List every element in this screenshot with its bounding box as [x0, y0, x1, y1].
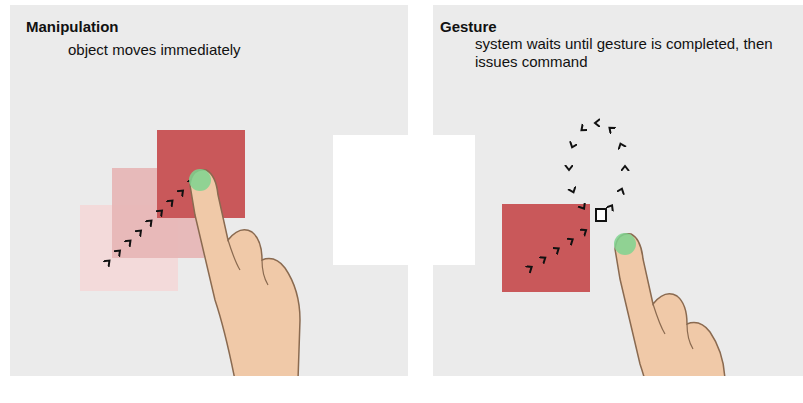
panel: Gesturesystem waits until gesture is com… [433, 5, 803, 376]
hand [190, 170, 300, 376]
panel-heading: Gesture [440, 18, 497, 36]
panel-heading: Manipulation [26, 18, 119, 36]
hand [615, 234, 725, 376]
touch-point [614, 233, 636, 255]
panel-caption: object moves immediately [68, 41, 241, 59]
touch-point [189, 169, 211, 191]
gap-notch [333, 135, 433, 265]
gesture-chevrons [530, 231, 584, 268]
panel: Manipulation object moves immediately [10, 5, 408, 376]
gap-notch [433, 135, 475, 265]
motion-chevrons [108, 182, 192, 262]
gesture-node [596, 209, 606, 221]
panel-ground [433, 5, 803, 376]
red-square [502, 204, 590, 292]
gesture-loop [569, 123, 625, 207]
panel-caption: system waits until gesture is completed,… [475, 35, 797, 71]
